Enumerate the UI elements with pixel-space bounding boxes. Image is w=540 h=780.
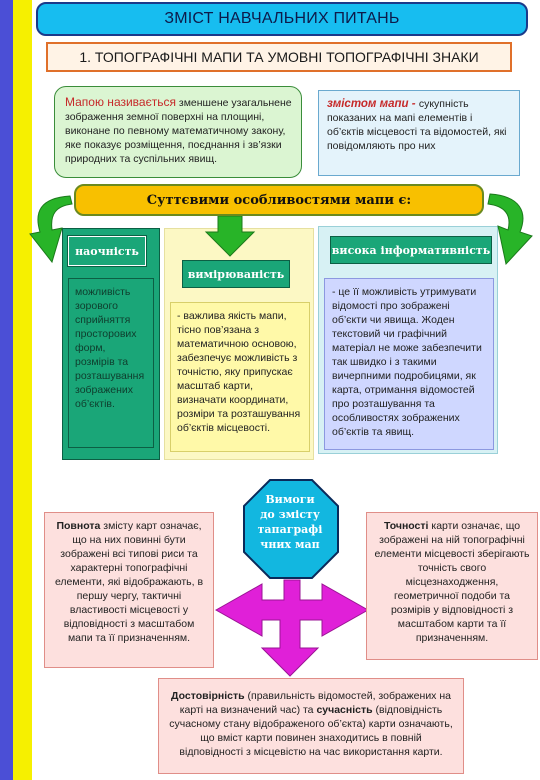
requirements-title-line: Вимоги [265, 493, 315, 506]
four-way-arrow-icon [214, 579, 370, 677]
map-content-text: сукупність показаних на мапі елементів і… [327, 98, 507, 152]
requirements-title-line: чних мап [260, 538, 320, 551]
feature-text-measurability: - важлива якість мапи, тісно пов’язана з… [170, 302, 310, 452]
map-definition-box: Мапою називається зменшене узагальнене з… [54, 86, 302, 178]
feature-tag-informativeness: висока інформативність [330, 236, 492, 264]
requirement-accuracy-box: Точності карти означає, що зображені на … [366, 512, 538, 660]
requirements-title: Вимоги до змісту тапаграфі чних мап [250, 492, 330, 568]
modernity-term: сучасність [316, 704, 373, 716]
map-definition-text: зменшене узагальнене зображення земної п… [65, 97, 292, 165]
map-content-lead: змістом мапи [327, 98, 409, 110]
key-features-banner: Суттєвими особливостями мапи є: [74, 184, 484, 216]
page-title: ЗМІСТ НАВЧАЛЬНИХ ПИТАНЬ [36, 2, 528, 36]
map-content-dash: - [408, 98, 419, 110]
requirement-completeness-box: Повнота змісту карт означає, що на них п… [44, 512, 214, 668]
completeness-term: Повнота [56, 520, 101, 532]
feature-tag-measurability: вимірюваність [182, 260, 290, 288]
feature-tag-clarity: наочність [67, 235, 147, 267]
feature-text-informativeness: - це її можливість утримувати відомості … [324, 278, 494, 450]
completeness-text: змісту карт означає, що на них повинні б… [54, 520, 204, 644]
requirement-reliability-box: Достовірність (правильність відомостей, … [158, 678, 464, 774]
feature-text-clarity: можливість зорового сприйняття просторов… [68, 278, 154, 448]
reliability-term: Достовірність [170, 690, 245, 702]
section-title: 1. ТОПОГРАФІЧНІ МАПИ ТА УМОВНІ ТОПОГРАФІ… [46, 42, 512, 72]
left-stripe-blue [0, 0, 13, 780]
requirements-title-line: до змісту [260, 508, 320, 521]
reliability-text-b: (відповідність сучасному стану відображе… [169, 704, 453, 758]
accuracy-text: карти означає, що зображені на ній топог… [374, 520, 530, 644]
map-content-definition-box: змістом мапи - сукупність показаних на м… [318, 90, 520, 176]
map-definition-lead: Мапою називається [65, 95, 176, 109]
requirements-title-line: тапаграфі [257, 523, 323, 536]
left-stripe-yellow [13, 0, 32, 780]
reliability-text-a: (правильність відомостей, зображених на … [179, 690, 451, 716]
accuracy-term: Точності [383, 520, 429, 532]
